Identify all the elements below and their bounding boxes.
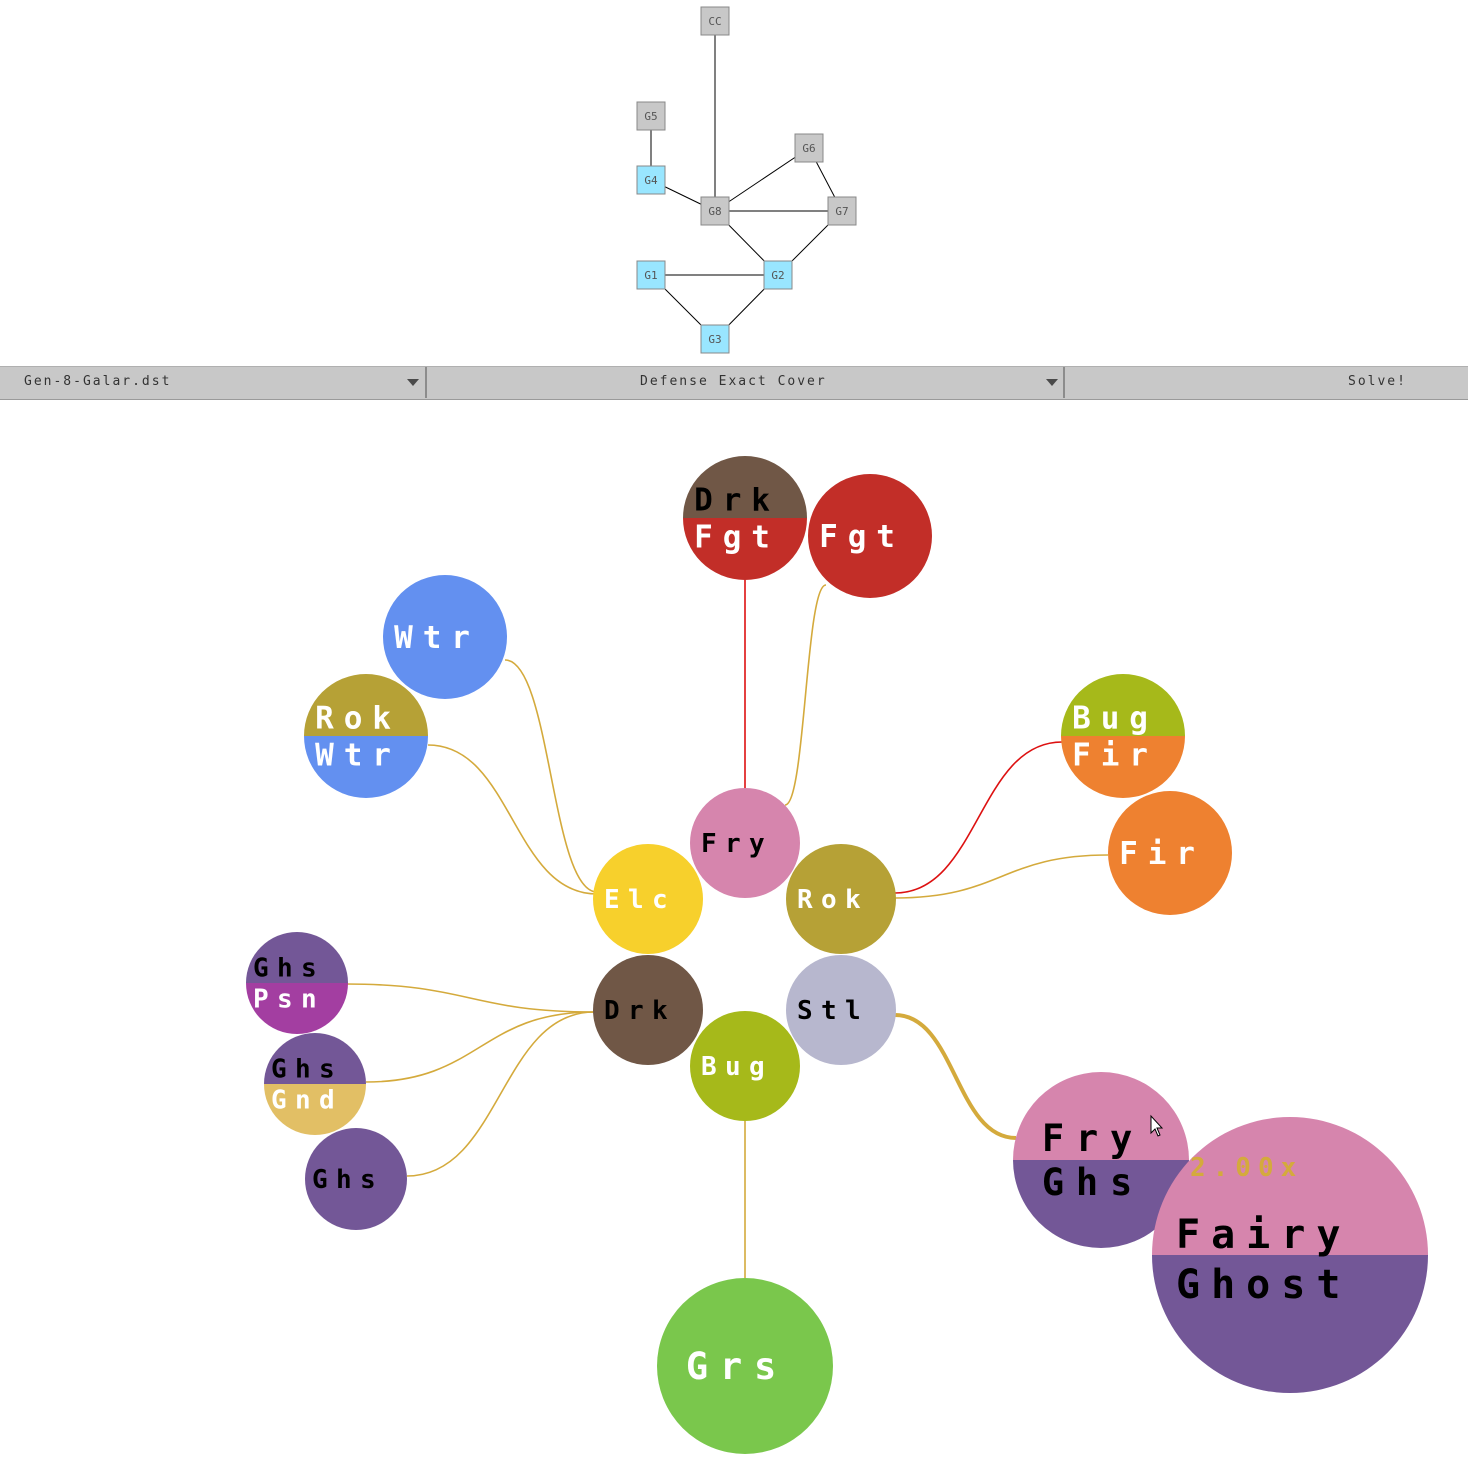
- bubble-label: Bug: [701, 1052, 773, 1082]
- graph-node-cc[interactable]: CC: [700, 6, 730, 36]
- graph-node-label: G8: [708, 205, 721, 218]
- link-c-rok-o-fir: [894, 854, 1109, 899]
- bubble-c-fry[interactable]: Fry: [690, 788, 800, 898]
- bubble-label-top: Ghs: [253, 954, 325, 984]
- mode-select-value: Defense Exact Cover: [640, 374, 827, 389]
- graph-node-label: G5: [644, 110, 657, 123]
- link-c-drk-o-ghs-gnd: [365, 1011, 595, 1083]
- link-c-elc-o-wtr: [504, 659, 598, 893]
- graph-node-label: G3: [708, 333, 721, 346]
- chevron-down-icon: [407, 379, 419, 386]
- bubble-label-top: Ghs: [271, 1055, 343, 1085]
- solve-button[interactable]: Solve!: [1065, 367, 1468, 398]
- bubble-c-elc[interactable]: Elc: [593, 844, 703, 954]
- graph-node-g5[interactable]: G5: [636, 101, 666, 131]
- link-c-fry-o-fgt: [784, 584, 827, 806]
- link-c-drk-o-ghs-psn: [345, 983, 595, 1013]
- graph-node-g4[interactable]: G4: [636, 165, 666, 195]
- graph-node-label: G6: [802, 142, 815, 155]
- bubble-label-bottom: Fir: [1072, 737, 1158, 773]
- bubble-label: Wtr: [394, 620, 480, 656]
- graph-node-g3[interactable]: G3: [700, 324, 730, 354]
- graph-node-label: G2: [771, 269, 784, 282]
- multiplier-label: 2.00x: [1190, 1153, 1303, 1183]
- graph-node-label: G1: [644, 269, 657, 282]
- bubble-label: Drk: [604, 996, 676, 1026]
- toolbar: Gen-8-Galar.dst Defense Exact Cover Solv…: [0, 366, 1468, 400]
- graph-node-g7[interactable]: G7: [827, 196, 857, 226]
- file-select-value: Gen-8-Galar.dst: [24, 374, 172, 389]
- bubble-label: Fir: [1119, 836, 1205, 872]
- bubble-label-bottom: Ghs: [1042, 1161, 1144, 1204]
- bubble-c-stl[interactable]: Stl: [786, 955, 896, 1065]
- bubble-label: Grs: [686, 1345, 788, 1388]
- bubble-label-bottom: Wtr: [315, 737, 401, 773]
- bubble-label-bottom: Psn: [253, 985, 325, 1015]
- graph-node-label: CC: [708, 15, 721, 28]
- bubble-label-bottom: Fgt: [694, 519, 780, 555]
- mouse-cursor-icon: [1150, 1114, 1164, 1137]
- bubble-o-fgt[interactable]: Fgt: [808, 474, 932, 598]
- tooltip-type-bottom: Ghost: [1176, 1262, 1351, 1308]
- link-c-rok-o-bug-fir: [894, 741, 1063, 894]
- bubble-label: Rok: [797, 885, 869, 915]
- bubble-label: Ghs: [312, 1165, 384, 1195]
- file-select[interactable]: Gen-8-Galar.dst: [0, 367, 427, 398]
- bubble-label-top: Fry: [1042, 1117, 1144, 1160]
- bubble-c-bug[interactable]: Bug: [690, 1011, 800, 1121]
- graph-node-g1[interactable]: G1: [636, 260, 666, 290]
- link-c-drk-o-ghs: [406, 1011, 595, 1177]
- link-c-elc-o-rok-wtr: [427, 744, 598, 895]
- bubble-label: Stl: [797, 996, 869, 1026]
- bubble-c-drk[interactable]: Drk: [593, 955, 703, 1065]
- mode-select[interactable]: Defense Exact Cover: [427, 367, 1065, 398]
- bubble-o-grs[interactable]: Grs: [657, 1278, 833, 1454]
- tooltip-type-top: Fairy: [1176, 1212, 1351, 1258]
- link-c-stl-o-fry-ghs: [894, 1013, 1017, 1140]
- bubble-label: Fry: [701, 829, 773, 859]
- bubble-label-bottom: Gnd: [271, 1086, 343, 1116]
- bubble-o-wtr[interactable]: Wtr: [383, 575, 507, 699]
- bubble-label: Elc: [604, 885, 676, 915]
- bubble-c-rok[interactable]: Rok: [786, 844, 896, 954]
- bubble-o-fir[interactable]: Fir: [1108, 791, 1232, 915]
- bubble-label-top: Rok: [315, 700, 401, 736]
- graph-node-label: G4: [644, 174, 658, 187]
- chevron-down-icon: [1046, 379, 1058, 386]
- graph-node-g8[interactable]: G8: [700, 196, 730, 226]
- bubble-label: Fgt: [819, 519, 905, 555]
- graph-node-label: G7: [835, 205, 848, 218]
- bubble-label-top: Drk: [694, 482, 780, 518]
- link-layer: [345, 580, 1109, 1278]
- solve-button-label: Solve!: [1348, 374, 1407, 389]
- graph-node-g2[interactable]: G2: [763, 260, 793, 290]
- bubble-o-ghs[interactable]: Ghs: [305, 1128, 407, 1230]
- graph-node-g6[interactable]: G6: [794, 133, 824, 163]
- bubble-label-top: Bug: [1072, 700, 1158, 736]
- graph-edge: [714, 147, 810, 212]
